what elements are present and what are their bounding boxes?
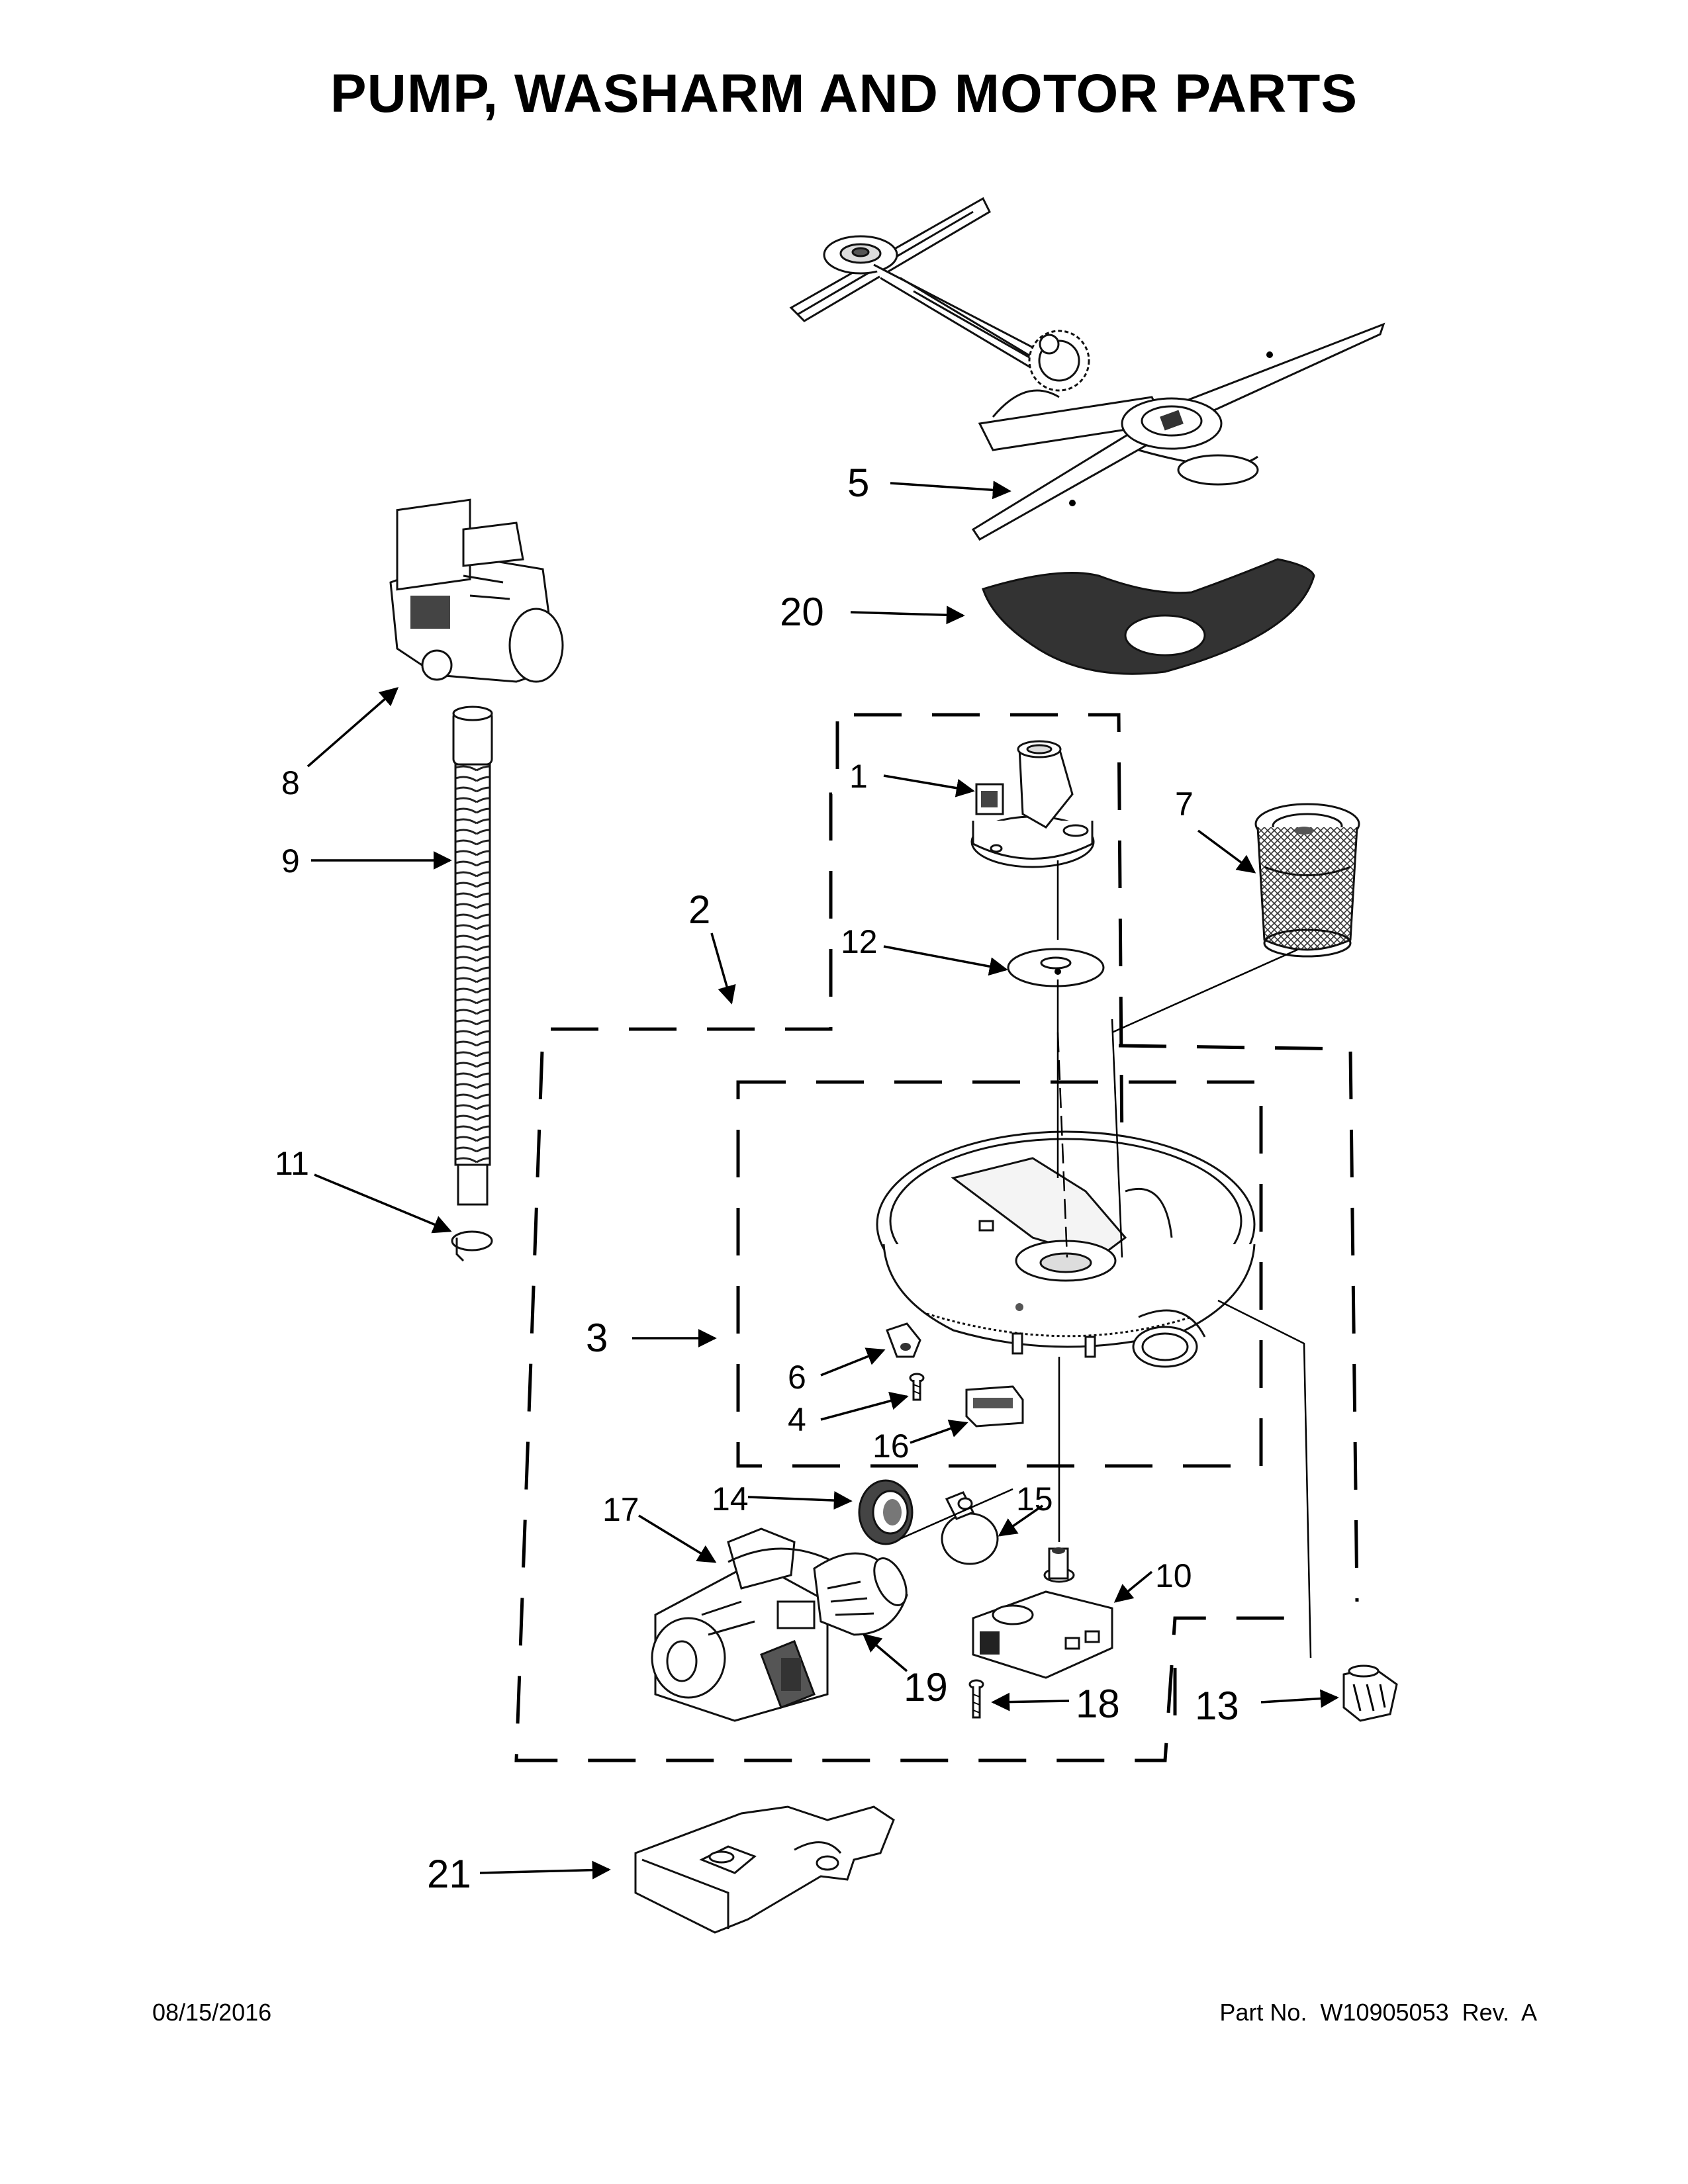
assembly-boundary-3 [736,1080,1263,1468]
callout-2: 2 [688,887,710,932]
bracket-part-6 [886,1322,921,1358]
shield-part-20 [982,558,1315,675]
callout-17: 17 [602,1491,639,1528]
callout-19: 19 [904,1665,948,1709]
seal-part-14 [858,1479,914,1545]
clamp-part-15 [941,1491,999,1565]
callout-7: 7 [1175,786,1194,823]
callout-3: 3 [586,1316,608,1360]
sensor-part-13 [1342,1664,1398,1722]
callout-14: 14 [712,1480,749,1518]
callout-8: 8 [281,764,300,801]
cover-part-21 [634,1805,895,1934]
hose-part-19 [813,1552,908,1636]
assembly-boundary-outer [1118,1044,1359,1727]
wash-motor-part-17 [651,1527,835,1722]
callout-20: 20 [780,590,824,634]
screw-part-4 [909,1373,925,1401]
footer-part-number: Part No. W10905053 Rev. A [1219,1999,1537,2026]
control-part-10 [972,1547,1113,1679]
callout-16: 16 [872,1428,910,1465]
gasket-part-12 [1007,948,1105,987]
diverter-part-1 [970,740,1095,868]
callout-1: 1 [849,758,868,795]
sump-part-3 [876,1130,1256,1368]
callout-labels: 5 20 8 9 11 1 12 2 3 6 4 16 7 14 15 17 1… [275,461,1239,1896]
footer-date: 08/15/2016 [152,1999,272,2026]
callout-5: 5 [847,461,869,505]
assembly-boundary-2 [514,721,1307,1762]
callout-4: 4 [788,1401,806,1438]
callout-9: 9 [281,842,300,880]
callout-11: 11 [275,1145,309,1182]
pump-motor-part-8 [389,498,564,683]
callout-15: 15 [1016,1480,1053,1518]
screw-part-18 [968,1679,984,1719]
callout-18: 18 [1076,1682,1120,1726]
callout-12: 12 [841,923,878,960]
wash-arm-part-5 [789,197,1385,541]
clamp-part-11 [451,1230,493,1262]
leader-arrows [306,480,1339,1880]
hose-part-9 [452,705,493,1206]
page-title: PUMP, WASHARM AND MOTOR PARTS [330,64,1358,124]
callout-21: 21 [427,1852,471,1896]
sensor-part-16 [965,1385,1024,1428]
callout-6: 6 [788,1359,806,1396]
callout-13: 13 [1195,1684,1239,1728]
filter-part-7 [1254,803,1360,958]
alignment-lines [900,860,1312,1659]
callout-10: 10 [1155,1557,1192,1594]
assembly-boundary-1 [854,713,1124,1152]
